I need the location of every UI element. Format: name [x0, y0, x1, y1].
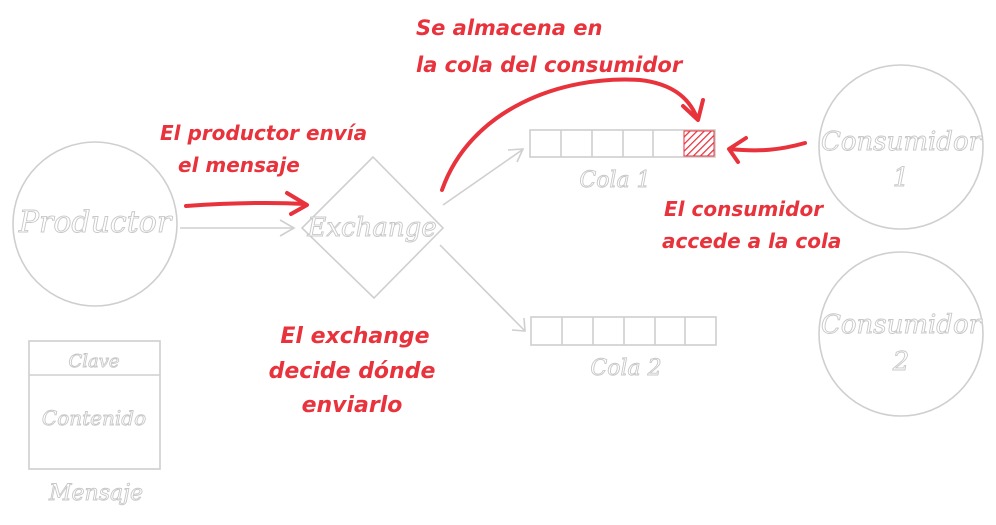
red-arrow-icon [184, 200, 307, 208]
producer-node: Productor [12, 141, 178, 307]
svg-text:la cola del consumidor: la cola del consumidor [416, 53, 684, 77]
consumer-1-label: Consumidor [821, 127, 983, 157]
svg-text:El exchange: El exchange [280, 324, 429, 349]
svg-text:El consumidor: El consumidor [664, 197, 824, 221]
message-key-label: Clave [68, 351, 119, 372]
svg-text:accede a la cola: accede a la cola [662, 229, 841, 253]
arrow-producer-exchange [180, 219, 296, 237]
svg-text:decide dónde: decide dónde [269, 359, 436, 384]
consumer-1-node: Consumidor 1 [818, 64, 984, 230]
annotation-consumer-accesses: El consumidor accede a la cola [662, 136, 841, 253]
queue-2: Cola 2 [530, 316, 717, 381]
consumer-1-number: 1 [893, 163, 910, 193]
annotation-stored-in-queue: Se almacena en la cola del consumidor [416, 16, 705, 192]
queue-2-label: Cola 2 [590, 356, 661, 381]
consumer-2-number: 2 [892, 347, 910, 377]
svg-text:El productor envía: El productor envía [160, 121, 367, 145]
message-structure: Clave Contenido Mensaje [28, 340, 161, 506]
stored-message-slot [683, 130, 715, 157]
svg-text:el mensaje: el mensaje [178, 153, 300, 177]
red-curved-arrow-icon [440, 77, 699, 192]
consumer-2-label: Consumidor [821, 310, 983, 340]
queue-1: Cola 1 [529, 129, 716, 193]
arrow-exchange-queue2 [439, 244, 526, 332]
message-caption: Mensaje [48, 481, 143, 506]
svg-text:Se almacena en: Se almacena en [416, 16, 602, 40]
exchange-node: Exchange [300, 155, 445, 300]
message-content-label: Contenido [42, 406, 146, 430]
consumer-2-node: Consumidor 2 [818, 251, 984, 417]
svg-text:enviarlo: enviarlo [302, 393, 403, 418]
annotation-producer-sends: El productor envía el mensaje [160, 121, 367, 216]
arrow-exchange-queue1 [442, 148, 525, 206]
exchange-label: Exchange [306, 213, 436, 243]
red-arrow-icon [728, 141, 807, 153]
producer-label: Productor [18, 205, 173, 240]
queue-1-label: Cola 1 [579, 168, 650, 193]
annotation-exchange-decides: El exchange decide dónde enviarlo [269, 324, 436, 418]
